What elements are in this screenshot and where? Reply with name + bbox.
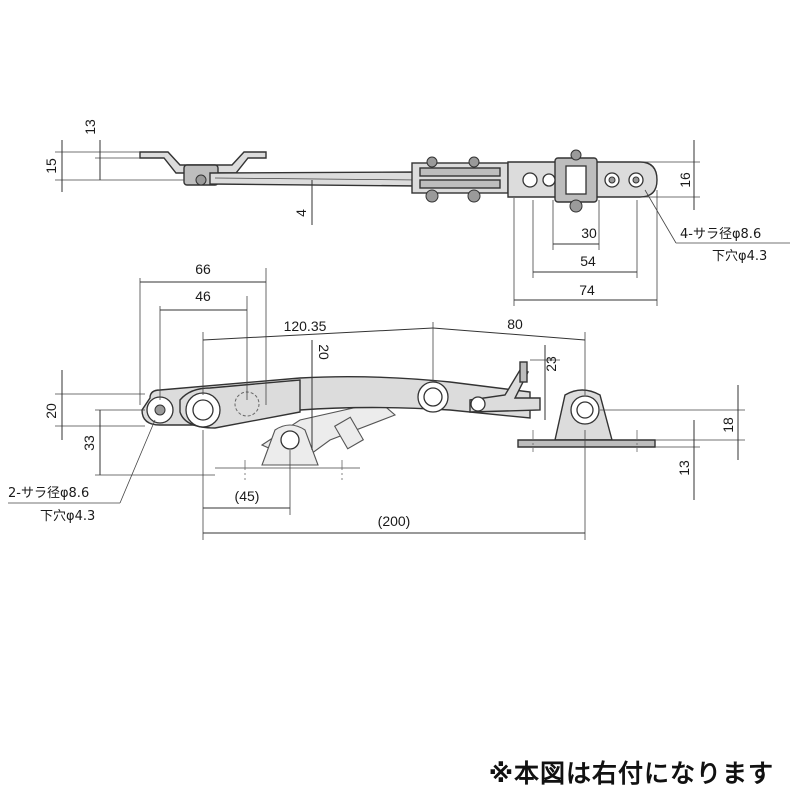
dim-side-20: 20 bbox=[43, 403, 59, 419]
dim-top-15: 15 bbox=[43, 158, 59, 174]
dim-side-20-vertical: 20 bbox=[316, 344, 332, 360]
dim-top-54: 54 bbox=[580, 253, 596, 269]
top-view: 13 15 4 16 30 54 74 4-サラ径φ8.6 下穴φ4.3 bbox=[43, 119, 790, 306]
dim-side-66: 66 bbox=[195, 261, 211, 277]
top-left-pivot bbox=[195, 174, 207, 186]
top-hole-note-line1: 4-サラ径φ8.6 bbox=[680, 227, 761, 242]
dim-top-16: 16 bbox=[677, 172, 693, 188]
dim-top-30: 30 bbox=[581, 225, 597, 241]
dim-top-13: 13 bbox=[82, 119, 98, 135]
dim-top-74: 74 bbox=[579, 282, 595, 298]
top-left-bracket bbox=[139, 151, 267, 174]
top-mount-hole bbox=[522, 172, 538, 188]
dim-side-13: 13 bbox=[676, 460, 692, 476]
side-hole-note-line2: 下穴φ4.3 bbox=[40, 509, 95, 524]
dim-side-33: 33 bbox=[81, 435, 97, 451]
dim-side-200: (200) bbox=[378, 513, 411, 529]
dim-side-46: 46 bbox=[195, 288, 211, 304]
dim-side-80: 80 bbox=[507, 316, 523, 332]
top-hole-note-line2: 下穴φ4.3 bbox=[712, 249, 767, 264]
side-view: 66 46 120.35 80 20 23 20 33 18 13 bbox=[8, 261, 745, 540]
dim-side-120: 120.35 bbox=[284, 318, 327, 334]
top-mount-hole bbox=[542, 173, 556, 187]
dim-top-4: 4 bbox=[293, 209, 309, 217]
right-hand-note: ※本図は右付になります bbox=[488, 759, 774, 788]
dim-side-23: 23 bbox=[543, 356, 559, 372]
dim-side-18: 18 bbox=[720, 417, 736, 433]
side-base-plate bbox=[517, 439, 656, 448]
side-hole-note-line1: 2-サラ径φ8.6 bbox=[8, 486, 89, 501]
dim-side-45: (45) bbox=[235, 488, 260, 504]
